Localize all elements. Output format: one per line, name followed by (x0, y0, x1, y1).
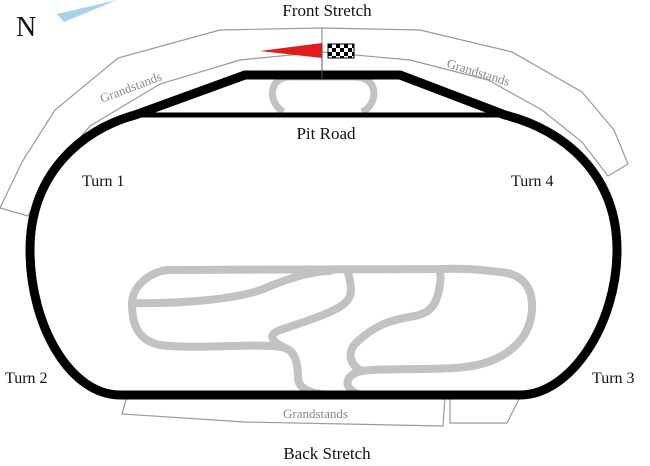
turn-3-label: Turn 3 (592, 370, 635, 387)
checkered-flag-icon (327, 43, 355, 59)
grandstand-back-small (449, 396, 521, 424)
front-service-loop (268, 73, 378, 116)
front-stretch-label: Front Stretch (282, 1, 372, 20)
red-flag-icon (260, 43, 322, 58)
grandstands-back-label: Grandstands (283, 406, 348, 421)
turn-1-label: Turn 1 (82, 173, 125, 190)
turn-2-label: Turn 2 (5, 370, 48, 387)
infield-road-course (128, 264, 537, 400)
compass-pointer-icon (57, 0, 117, 22)
back-stretch-label: Back Stretch (283, 444, 371, 463)
pit-road-label: Pit Road (296, 124, 356, 143)
race-track-oval (25, 70, 622, 400)
start-finish-marker (260, 43, 355, 80)
grandstand-front-right (321, 27, 629, 177)
turn-4-label: Turn 4 (511, 173, 554, 190)
compass-north-label: N (16, 12, 36, 43)
grandstand-front-left (0, 27, 323, 217)
